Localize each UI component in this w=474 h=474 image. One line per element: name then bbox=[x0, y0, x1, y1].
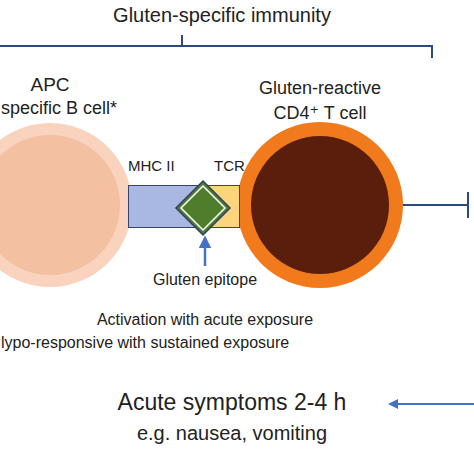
cell-body bbox=[251, 136, 389, 274]
epitope-pointer bbox=[204, 238, 207, 266]
cell-label: APC bbox=[0, 74, 100, 96]
note-text: Activation with acute exposure bbox=[55, 311, 355, 329]
note-text: lypo-responsive with sustained exposure bbox=[1, 334, 421, 352]
symptom-detail: e.g. nausea, vomiting bbox=[32, 422, 432, 445]
cell-outline bbox=[0, 123, 132, 287]
inhibition-line bbox=[403, 192, 468, 218]
cell-body bbox=[0, 135, 120, 275]
cell-label: Gluten-reactive CD4⁺ T cell bbox=[240, 76, 400, 126]
receptor-label: TCR bbox=[214, 157, 274, 174]
group-heading: Gluten-specific immunity bbox=[0, 4, 444, 27]
cell-membrane bbox=[0, 123, 132, 287]
receptor-box: TCR bbox=[200, 185, 240, 228]
cell-outline bbox=[237, 122, 403, 288]
epitope-label: Gluten epitope bbox=[105, 271, 305, 289]
symptom-heading: Acute symptoms 2-4 h bbox=[32, 389, 432, 415]
cell-circle: APCspecific B cell* bbox=[0, 123, 132, 287]
receptor-box: MHC II bbox=[128, 185, 202, 228]
cell-membrane bbox=[237, 122, 403, 288]
receptor-label: MHC II bbox=[128, 157, 218, 174]
cell-label: specific B cell* bbox=[1, 98, 221, 119]
incoming-arrow bbox=[390, 403, 474, 405]
cell-circle: Gluten-reactive CD4⁺ T cell bbox=[237, 122, 403, 288]
group-bracket bbox=[0, 35, 432, 58]
